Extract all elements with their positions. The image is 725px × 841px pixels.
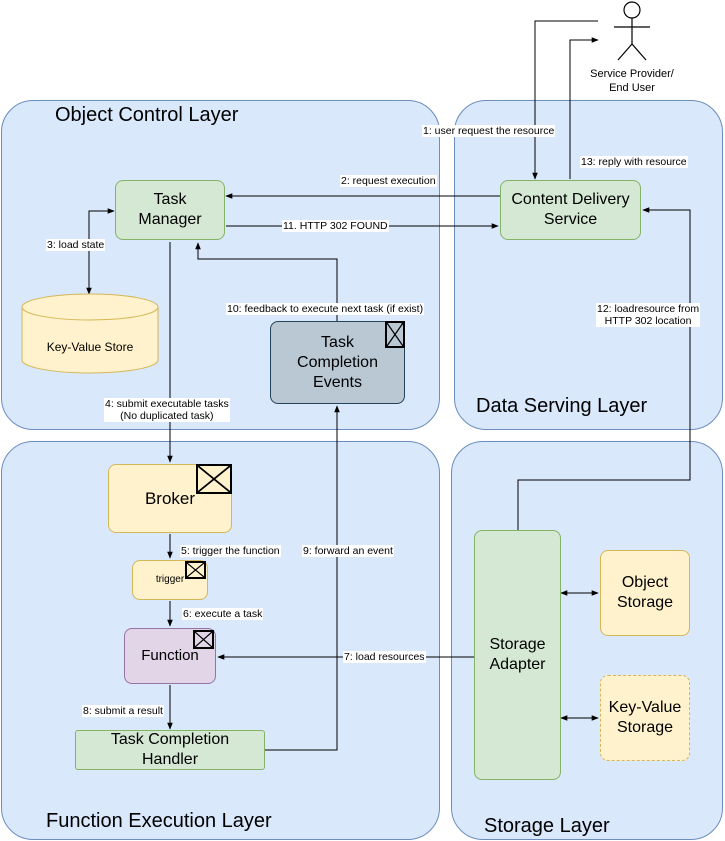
edge-label-7: 7: load resources [343, 651, 426, 663]
data-serving-layer-title: Data Serving Layer [476, 395, 648, 417]
x-box-icon [185, 561, 206, 579]
x-box-icon [385, 321, 405, 348]
edge-label-2: 2: request execution [340, 175, 437, 187]
x-box-icon [193, 630, 214, 649]
trigger-node: trigger [132, 560, 208, 600]
edge-label-13: 13: reply with resource [580, 156, 688, 168]
edge-label-9: 9: forward an event [302, 545, 394, 557]
edge-label-8: 8: submit a result [82, 705, 164, 717]
edge-label-4: 4: submit executable tasks (No duplicate… [104, 398, 230, 422]
data-serving-layer [454, 100, 723, 430]
edge-label-10: 10: feedback to execute next task (if ex… [226, 303, 425, 315]
edge-12 [517, 207, 691, 530]
edge-label-5: 5: trigger the function [180, 545, 281, 557]
edge-label-3: 3: load state [46, 239, 106, 251]
edge-10 [195, 242, 338, 321]
actor-label: Service Provider/ End User [590, 68, 674, 94]
storage-layer-title: Storage Layer [484, 815, 610, 837]
edge-label-6: 6: execute a task [182, 608, 264, 620]
edge-13 [569, 37, 599, 179]
broker-node: Broker [108, 464, 232, 533]
kv-store-cylinder-shape [21, 293, 159, 374]
x-box-icon [196, 464, 232, 494]
edge-9 [265, 405, 340, 751]
edge-label-1: 1: user request the resource [422, 125, 556, 137]
object-control-layer-title: Object Control Layer [55, 104, 239, 126]
function-execution-layer-title: Function Execution Layer [46, 810, 272, 832]
kv-store-node: Key-Value Store [46, 340, 134, 354]
edge-label-11: 11. HTTP 302 FOUND [282, 220, 389, 232]
edge-label-12: 12: loadresource from HTTP 302 location [596, 303, 701, 327]
user-actor-icon [614, 1, 650, 61]
edge-3 [86, 208, 115, 295]
